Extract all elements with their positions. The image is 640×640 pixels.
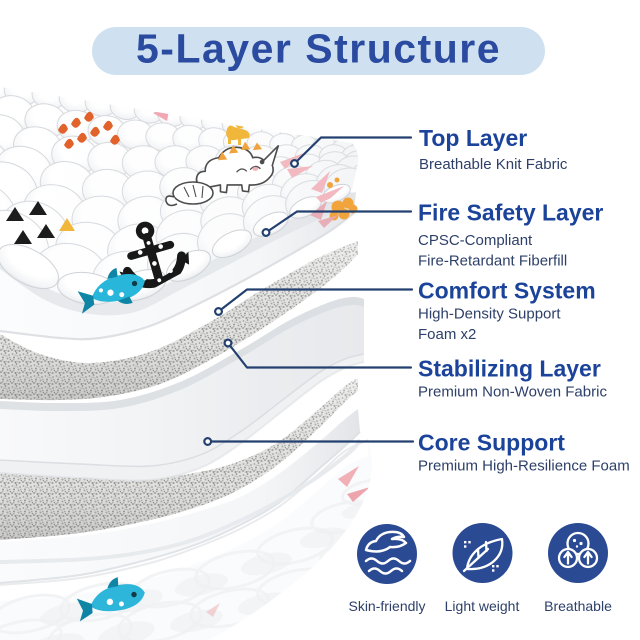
svg-text:5-Layer Structure: 5-Layer Structure (136, 26, 501, 72)
svg-text:Premium High-Resilience Foam: Premium High-Resilience Foam (418, 458, 630, 475)
svg-text:High-Density Support: High-Density Support (418, 306, 561, 323)
svg-text:Comfort System: Comfort System (418, 278, 596, 304)
svg-text:Core Support: Core Support (418, 430, 565, 456)
svg-text:Fire Safety Layer: Fire Safety Layer (418, 200, 603, 226)
svg-text:Fire-Retardant Fiberfill: Fire-Retardant Fiberfill (418, 253, 567, 270)
svg-text:Light weight: Light weight (445, 598, 520, 614)
svg-text:Premium Non-Woven Fabric: Premium Non-Woven Fabric (418, 384, 607, 401)
svg-text:Breathable: Breathable (544, 598, 612, 614)
svg-text:CPSC-Compliant: CPSC-Compliant (418, 232, 533, 249)
svg-text:Breathable Knit Fabric: Breathable Knit Fabric (419, 156, 568, 173)
svg-text:Top Layer: Top Layer (419, 125, 527, 151)
svg-text:Skin-friendly: Skin-friendly (348, 598, 425, 614)
svg-text:Foam x2: Foam x2 (418, 326, 476, 343)
svg-text:Stabilizing Layer: Stabilizing Layer (418, 356, 601, 382)
